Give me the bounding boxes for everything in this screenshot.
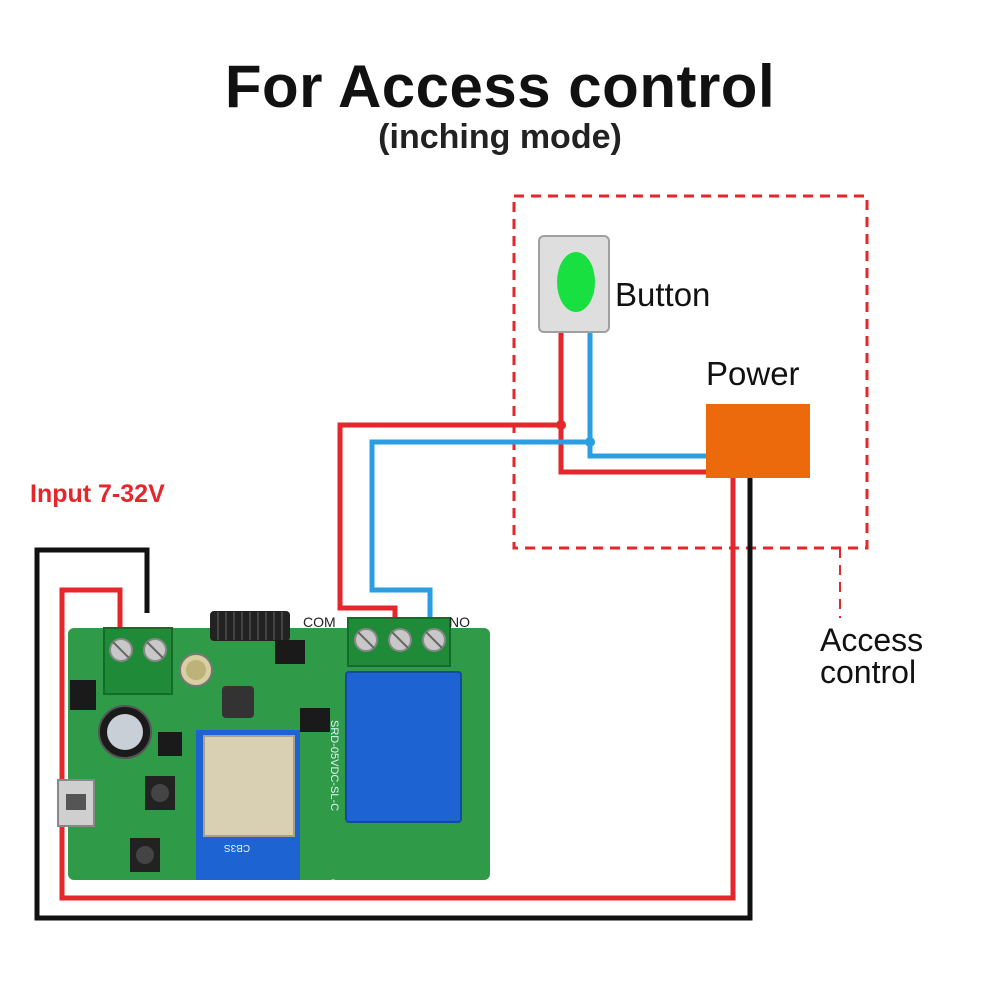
blue-wire-button: [587, 332, 708, 459]
input-voltage-label: Input 7-32V: [30, 480, 165, 508]
power-supply-box: [706, 404, 810, 478]
access-control-label: Access control: [820, 624, 923, 688]
red-wire-com: [337, 422, 561, 632]
com-terminal-label: COM: [303, 614, 336, 630]
page-subtitle: (inching mode): [378, 118, 622, 156]
relay-model-label: SRD-05VDC-SL-C: [328, 720, 340, 812]
relay: [345, 671, 462, 823]
power-label: Power: [706, 355, 800, 392]
page-title: For Access control: [224, 53, 776, 120]
access-control-label-line1: Access: [820, 622, 924, 658]
red-wire-input: [59, 470, 736, 901]
no-terminal-label: NO: [449, 614, 470, 630]
access-control-label-line2: control: [820, 654, 917, 690]
blue-wire-no: [369, 439, 590, 632]
input-terminal-block: [103, 627, 173, 695]
red-wire-button: [558, 332, 708, 475]
button-icon: [557, 252, 595, 312]
black-wire: [34, 470, 753, 921]
relay-module-board: [57, 611, 490, 880]
wifi-chip-label: CB3S: [224, 842, 251, 853]
access-control-dashed-box: [512, 194, 869, 550]
button-label: Button: [615, 276, 711, 313]
